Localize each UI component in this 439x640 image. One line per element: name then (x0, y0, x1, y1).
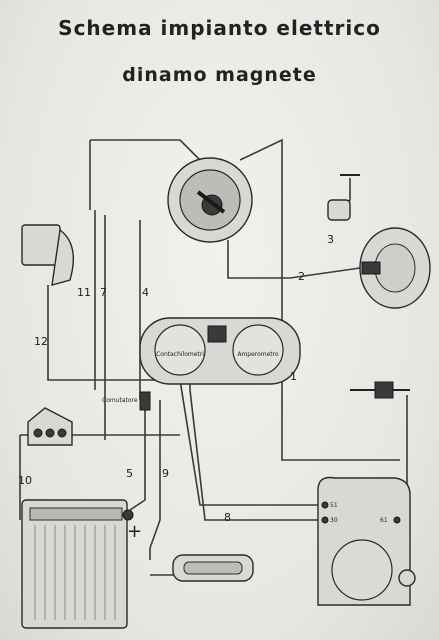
terminal-61-label: 61 (380, 517, 388, 524)
wire-number-10: 10 (18, 474, 32, 487)
instrument-panel: Contachilometri Amperometro (139, 317, 301, 385)
terminal-30-label: 30 (330, 517, 338, 524)
tail-light (172, 554, 254, 582)
wire-number-5: 5 (126, 467, 133, 480)
fuse-block-body (27, 407, 73, 446)
wire-number-7: 7 (100, 286, 107, 299)
fuse-1 (33, 428, 43, 438)
panel-key-switch (207, 325, 227, 343)
wire-number-3: 3 (327, 233, 334, 246)
wire-2 (227, 240, 361, 279)
gauge-left (154, 324, 206, 376)
diagram-subtitle: dinamo magnete (122, 64, 317, 86)
terminal-61-dot (393, 516, 401, 524)
wire-1 (239, 138, 400, 461)
headlight (21, 224, 74, 286)
dynamo-shaft (196, 190, 226, 214)
spark-plug-body (374, 381, 394, 399)
fuse-2 (45, 428, 55, 438)
regulator-disc (331, 539, 393, 601)
battery-terminal (122, 509, 134, 521)
stop-lamp-body (327, 199, 351, 221)
ignition-switch-label: Comutatore (102, 397, 138, 404)
terminal-51-dot (321, 501, 329, 509)
fuse-block (27, 407, 73, 446)
tail-light-lens (183, 561, 243, 575)
wire-number-11: 11 (77, 286, 91, 299)
wire-8b (189, 389, 330, 521)
wire-number-8: 8 (224, 511, 231, 524)
wire-5 (129, 400, 146, 511)
ignition-switch-body (139, 391, 151, 411)
horn-center (374, 243, 416, 293)
fuse-3 (57, 428, 67, 438)
headlight-body (21, 224, 61, 266)
wire-number-2: 2 (298, 270, 305, 283)
wire-12 (47, 285, 95, 381)
ignition-switch: Comutatore (102, 391, 151, 411)
headlight-reflector (51, 228, 74, 286)
diagram-title: Schema impianto elettrico (58, 16, 381, 40)
battery-ribs (34, 525, 116, 620)
terminal-30-dot (321, 516, 329, 524)
wire-number-4: 4 (142, 286, 149, 299)
spark-plug (350, 381, 410, 399)
gauge-right-label: Amperometro (237, 351, 279, 358)
regulator-end-cap (398, 569, 416, 587)
wires (19, 138, 408, 576)
horn-terminal (361, 261, 381, 275)
wire-number-1: 1 (290, 370, 297, 383)
dynamo-magnet (167, 157, 253, 243)
wire-number-12: 12 (34, 335, 48, 348)
wire-number-labels: 1 2 3 4 5 11 7 12 10 9 8 (18, 233, 334, 524)
wire-top-left (90, 139, 201, 161)
regulator: 51 30 61 (317, 476, 416, 606)
battery: + (21, 499, 142, 629)
battery-top (29, 507, 123, 521)
terminal-51-label: 51 (330, 502, 338, 509)
wire-9 (149, 400, 161, 560)
gauge-right (232, 324, 284, 376)
wire-8 (179, 379, 330, 506)
gauge-left-label: Contachilometri (156, 351, 204, 358)
wire-number-9: 9 (162, 467, 169, 480)
stop-lamp (327, 174, 360, 221)
horn (359, 227, 431, 309)
battery-plus-sign: + (127, 521, 142, 542)
